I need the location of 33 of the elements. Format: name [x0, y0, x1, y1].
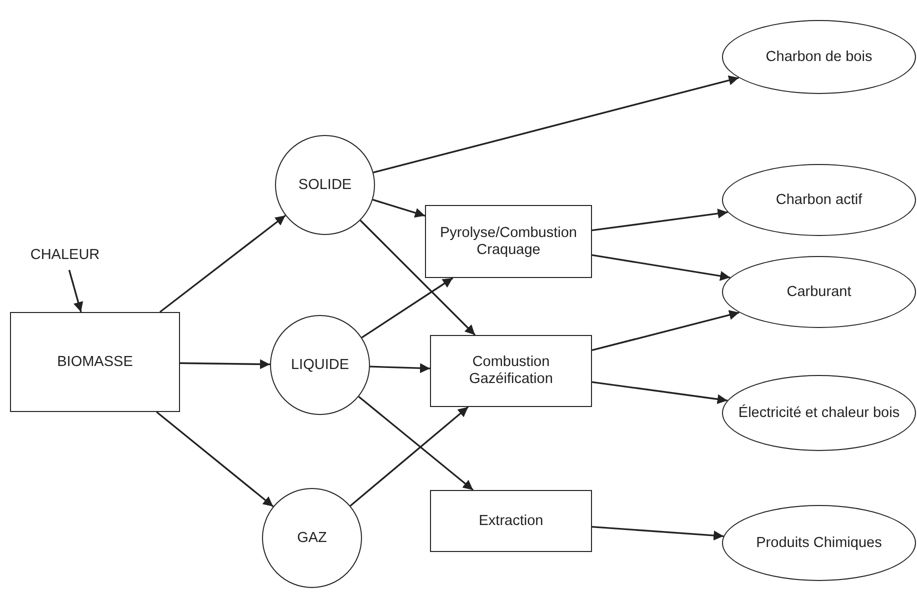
arrow [592, 208, 728, 232]
arrow [592, 310, 740, 352]
node-label: BIOMASSE [57, 354, 133, 370]
arrow [370, 363, 430, 374]
arrow [156, 411, 274, 508]
process-box [10, 312, 180, 412]
node-label: Extraction [478, 512, 544, 530]
arrow [350, 406, 469, 507]
arrow [361, 277, 454, 338]
heat-label: CHALEUR [20, 240, 110, 270]
node-label: Produits Chimiques [756, 534, 882, 552]
arrow [360, 220, 476, 336]
node-label: Carburant [786, 284, 852, 300]
node-label: LIQUIDE [290, 356, 349, 374]
node-label: Charbon actif [776, 192, 862, 208]
node-label: GAZ [297, 530, 327, 546]
process-box [430, 335, 592, 407]
node-label: Électricité et chaleur bois [738, 404, 900, 422]
arrow [68, 270, 84, 312]
arrow [592, 381, 728, 404]
node-label: Combustion Gazéification [468, 354, 554, 388]
node-label: Charbon de bois [766, 48, 872, 66]
node-label: Pyrolyse/Combustion Craquage [439, 224, 578, 258]
arrow [372, 198, 426, 218]
process-box [430, 490, 592, 552]
arrow [373, 75, 739, 174]
arrow [159, 214, 286, 313]
arrow [180, 359, 270, 370]
process-box [425, 205, 592, 278]
node-label: SOLIDE [298, 176, 352, 194]
arrow [592, 526, 724, 540]
arrow [358, 396, 474, 491]
arrow [592, 254, 730, 281]
